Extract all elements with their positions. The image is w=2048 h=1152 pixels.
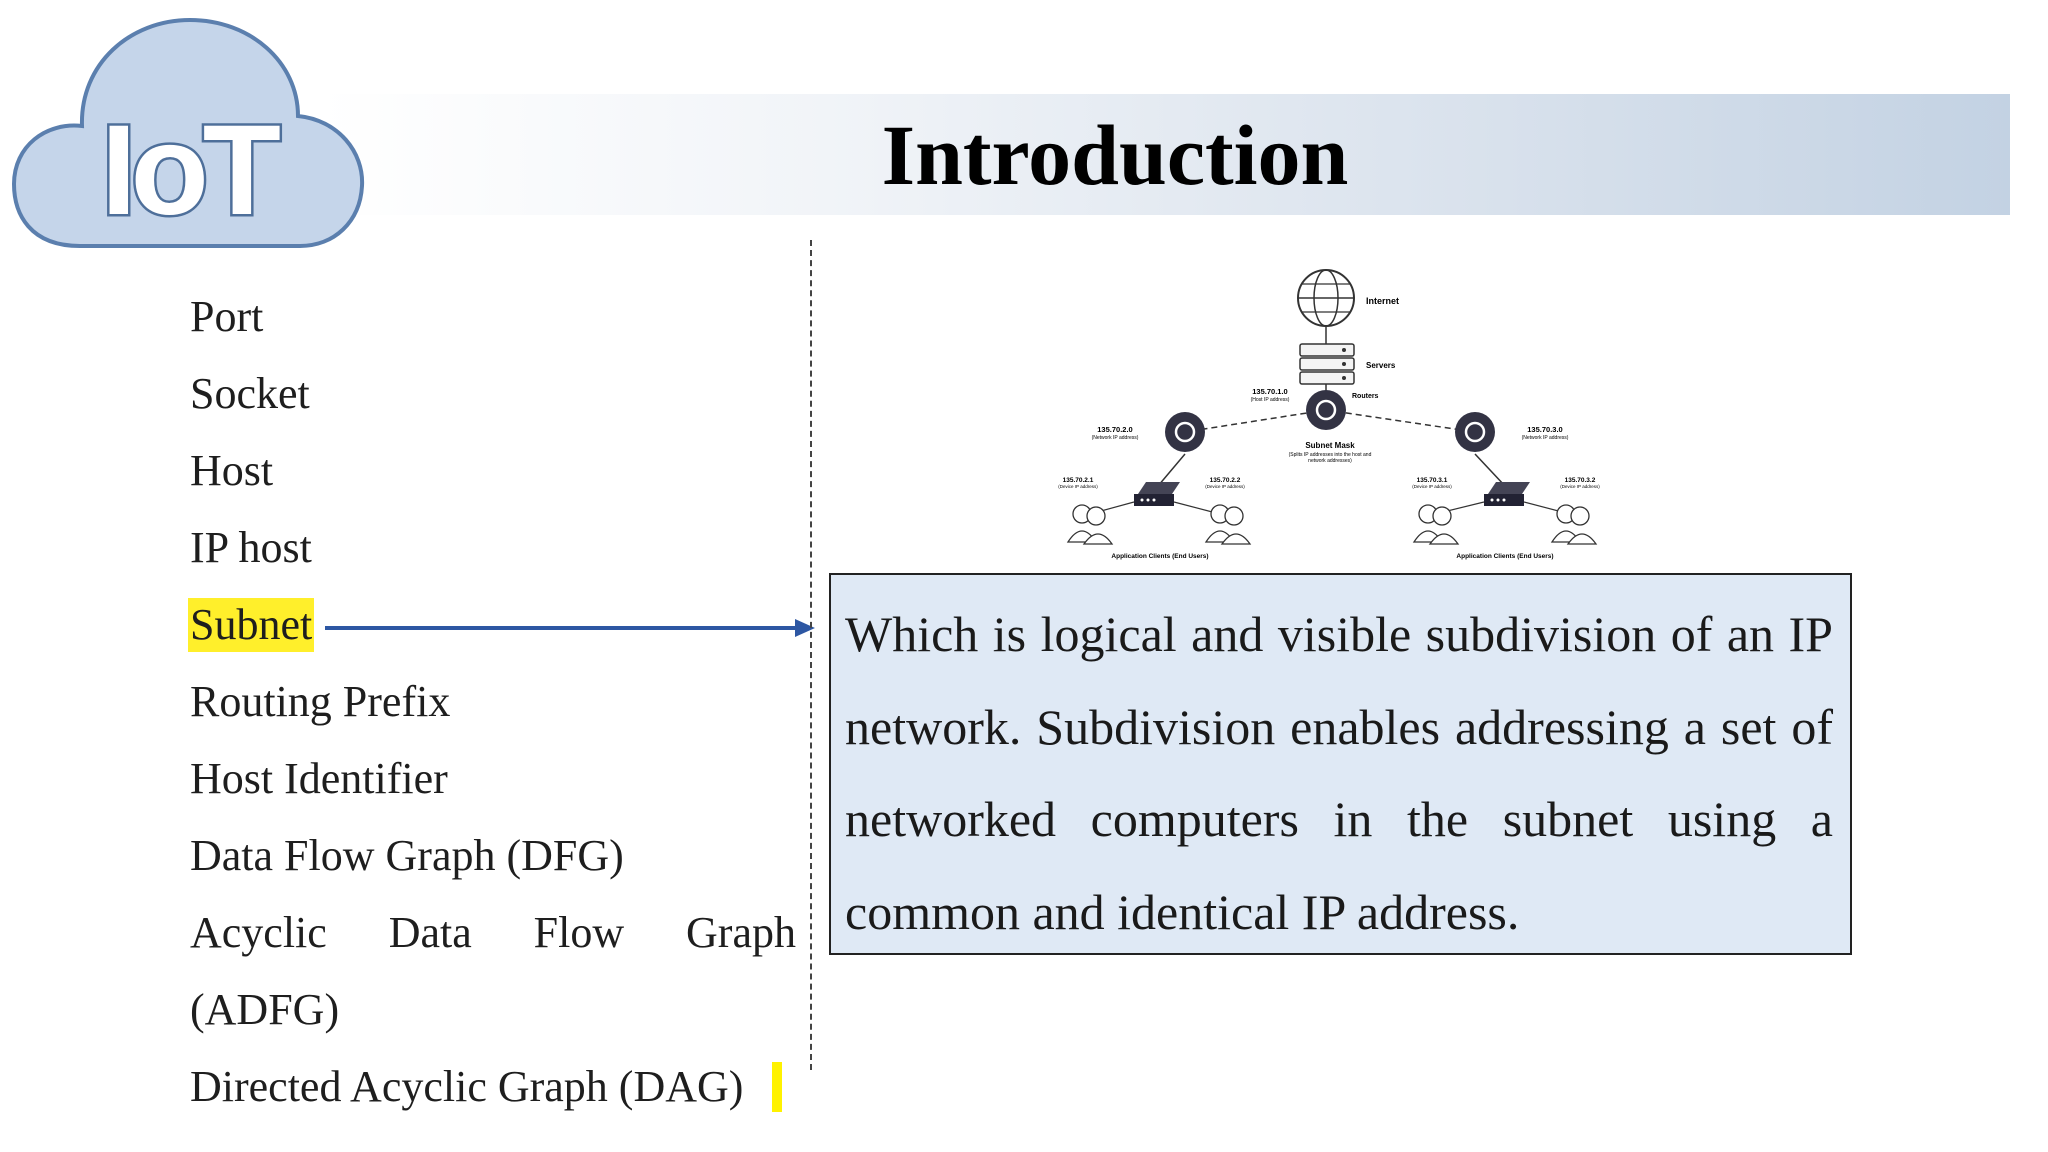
server-icon <box>1299 343 1355 385</box>
label-dev-3-note: (Device IP address) <box>1412 484 1452 489</box>
label-dev-4: 135.70.3.2 <box>1565 477 1596 484</box>
switch-icon-right <box>1484 482 1530 506</box>
term-dag: Directed Acyclic Graph (DAG) <box>190 1062 744 1111</box>
definition-text: Which is logical and visible subdivision… <box>845 606 1833 940</box>
label-clients-right: Application Clients (End Users) <box>1456 553 1553 560</box>
term-adfg-line1: Acyclic Data Flow Graph <box>190 908 796 957</box>
pointer-arrow <box>325 619 815 637</box>
term-socket: Socket <box>190 369 310 418</box>
subnet-network-diagram: Internet Servers Routers 135.70.1.0 (Hos… <box>1058 269 1600 560</box>
label-net-left: 135.70.2.0 <box>1097 425 1132 434</box>
label-dev-1: 135.70.2.1 <box>1063 477 1094 484</box>
term-port: Port <box>190 292 264 341</box>
label-net-right-note: (Network IP address) <box>1522 435 1569 441</box>
label-dev-3: 135.70.3.1 <box>1417 477 1448 484</box>
term-adfg-line2: (ADFG) <box>190 985 340 1034</box>
iot-cloud-logo: IoT <box>11 17 365 248</box>
users-icon-4 <box>1550 504 1598 545</box>
users-icon-2 <box>1204 504 1252 545</box>
term-subnet: Subnet <box>188 598 315 652</box>
label-routers: Routers <box>1352 393 1379 400</box>
switch-icon-left <box>1134 482 1180 506</box>
label-dev-1-note: (Device IP address) <box>1058 484 1098 489</box>
label-host-ip: 135.70.1.0 <box>1252 387 1287 396</box>
users-icon-1 <box>1066 504 1114 545</box>
text-cursor-highlight <box>772 1062 782 1112</box>
term-dfg: Data Flow Graph (DFG) <box>190 831 624 880</box>
label-clients-left: Application Clients (End Users) <box>1111 553 1208 560</box>
column-divider <box>810 240 812 1070</box>
label-subnet-mask: Subnet Mask <box>1305 441 1355 450</box>
title-band <box>320 94 2010 215</box>
label-host-ip-note: (Host IP address) <box>1251 397 1290 403</box>
label-subnet-mask-note-1: (Splits IP addresses into the host and <box>1289 452 1372 458</box>
users-icon-3 <box>1412 504 1460 545</box>
slide-title: Introduction <box>881 106 1349 203</box>
term-host-identifier: Host Identifier <box>190 754 448 803</box>
label-dev-4-note: (Device IP address) <box>1560 484 1600 489</box>
router-icon-left <box>1165 412 1205 452</box>
term-host: Host <box>190 446 274 495</box>
globe-icon <box>1297 269 1355 327</box>
router-icon-right <box>1455 412 1495 452</box>
label-subnet-mask-note-2: network addresses) <box>1308 458 1352 464</box>
label-servers: Servers <box>1366 361 1396 370</box>
logo-text: IoT <box>101 99 280 242</box>
label-net-left-note: (Network IP address) <box>1092 435 1139 441</box>
definition-box <box>829 573 1852 955</box>
term-routing-prefix: Routing Prefix <box>190 677 451 726</box>
router-icon-top <box>1306 390 1346 430</box>
label-internet: Internet <box>1366 296 1399 306</box>
label-net-right: 135.70.3.0 <box>1527 425 1562 434</box>
label-dev-2-note: (Device IP address) <box>1205 484 1245 489</box>
term-ip-host: IP host <box>190 523 312 572</box>
label-dev-2: 135.70.2.2 <box>1210 477 1241 484</box>
